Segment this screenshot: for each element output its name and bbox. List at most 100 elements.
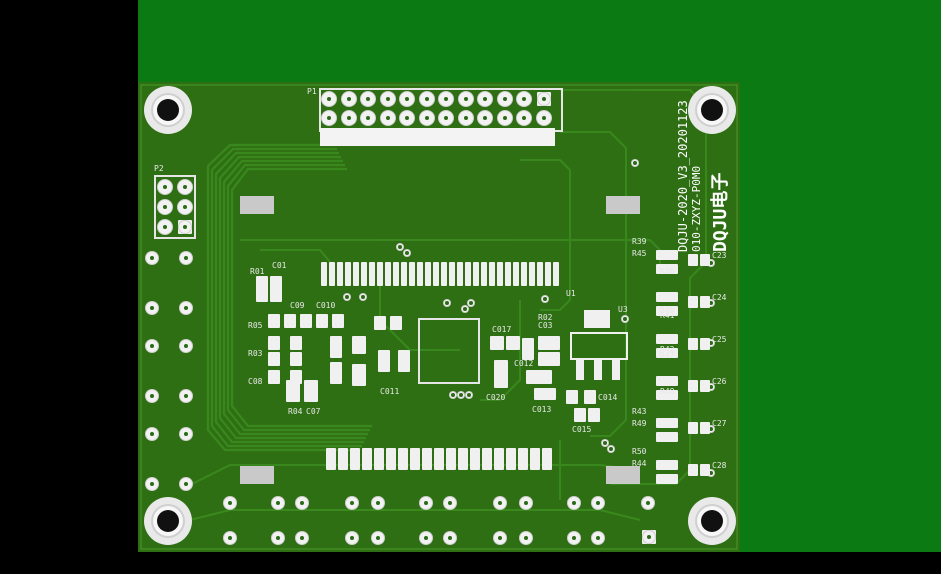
ic-u1-footprint <box>418 318 480 384</box>
p1-pin-hole <box>361 92 375 106</box>
right-passive-pad <box>656 418 678 428</box>
through-hole <box>520 532 532 544</box>
passive-pad <box>268 352 280 366</box>
lcd-pad <box>425 262 431 286</box>
p1-silkscreen <box>320 128 555 146</box>
p1-pin-hole <box>458 92 473 106</box>
passive-pad <box>398 350 410 372</box>
lcd-pad <box>353 262 359 286</box>
regulator-u3-tab <box>584 310 610 328</box>
small-via <box>542 296 548 302</box>
slot-bottom-left <box>240 466 274 484</box>
p1-pin-hole <box>478 92 492 106</box>
right-cap-pad <box>700 380 710 392</box>
lcd-pad <box>521 262 527 286</box>
small-via <box>708 340 714 346</box>
passive-pad <box>566 390 578 404</box>
small-via <box>404 250 410 256</box>
ref-label: R40 <box>660 267 675 276</box>
bottom-array-pad <box>362 448 372 470</box>
right-passive-pad <box>656 264 678 274</box>
passive-pad <box>270 276 282 302</box>
ref-label: C012 <box>514 359 534 368</box>
lcd-pad <box>409 262 415 286</box>
through-hole <box>372 497 384 509</box>
small-via <box>444 300 450 306</box>
pcb-name-line2: 010-ZXYZ-P0M0 <box>690 165 703 252</box>
p1-pin-hole <box>380 111 395 125</box>
lcd-pad <box>361 262 367 286</box>
lcd-pad <box>369 262 375 286</box>
ref-label: R50 <box>632 447 647 456</box>
square-pad-hole <box>643 531 655 543</box>
bottom-array-pad <box>446 448 456 470</box>
ref-label: C020 <box>486 393 506 402</box>
passive-pad <box>284 314 296 328</box>
passive-pad <box>352 364 366 386</box>
slot-top-left <box>240 196 274 214</box>
lcd-pad <box>401 262 407 286</box>
through-hole <box>146 428 158 440</box>
pcb-name-line1: DQJU-2020_V3_20201123 <box>676 100 690 252</box>
right-passive-pad <box>656 306 678 316</box>
small-via <box>622 316 628 322</box>
right-passive-pad <box>656 432 678 442</box>
lcd-pad <box>417 262 423 286</box>
small-via <box>397 244 403 250</box>
right-passive-pad <box>656 376 678 386</box>
through-hole <box>444 497 456 509</box>
ref-label: C24 <box>712 293 727 302</box>
ref-label: C03 <box>538 321 553 330</box>
header-p2-outline <box>154 175 196 239</box>
through-hole <box>494 532 506 544</box>
mounting-hole-top-left <box>144 86 192 134</box>
label-p1: P1 <box>307 87 317 96</box>
lcd-pad <box>473 262 479 286</box>
p1-pin-hole <box>439 92 453 106</box>
regulator-u3-pins <box>576 360 620 380</box>
through-hole <box>180 252 192 264</box>
p2-pin-hole <box>158 200 172 214</box>
small-via <box>708 426 714 432</box>
small-via <box>344 294 350 300</box>
passive-pad <box>490 336 504 350</box>
through-hole <box>180 478 192 490</box>
lcd-pad <box>497 262 503 286</box>
through-hole <box>568 497 580 509</box>
passive-pad <box>286 380 300 402</box>
right-cap-pad <box>700 422 710 434</box>
right-cap-pad <box>700 296 710 308</box>
ref-label: R47 <box>660 351 675 360</box>
through-hole <box>180 340 192 352</box>
slot-top-right <box>606 196 640 214</box>
bottom-array-pad <box>542 448 552 470</box>
bottom-array-pad <box>386 448 396 470</box>
p1-pin-hole <box>341 92 356 106</box>
passive-pad <box>538 352 560 366</box>
trace-bundle-right <box>189 89 707 521</box>
passive-pad <box>584 390 596 404</box>
ref-label: C23 <box>712 251 727 260</box>
right-passive-pad <box>656 334 678 344</box>
right-passive-pad <box>656 348 678 358</box>
right-cap-pad <box>688 254 698 266</box>
small-via <box>708 470 714 476</box>
through-hole <box>146 478 158 490</box>
ref-label: C01 <box>272 261 287 270</box>
lcd-pad <box>385 262 391 286</box>
passive-pad <box>316 314 328 328</box>
right-cap-pad <box>688 422 698 434</box>
bottom-array-pad <box>530 448 540 470</box>
p1-pin-hole <box>419 111 434 125</box>
through-hole <box>444 532 456 544</box>
p1-pin-hole <box>361 111 375 125</box>
p1-pin-hole <box>497 111 512 125</box>
bottom-array-pad <box>518 448 528 470</box>
lcd-pad <box>337 262 343 286</box>
right-cap-pad <box>688 338 698 350</box>
mounting-hole-bottom-left <box>144 497 192 545</box>
bottom-array-pad <box>494 448 504 470</box>
ref-label: R43 <box>632 407 647 416</box>
ref-label: C011 <box>380 387 400 396</box>
